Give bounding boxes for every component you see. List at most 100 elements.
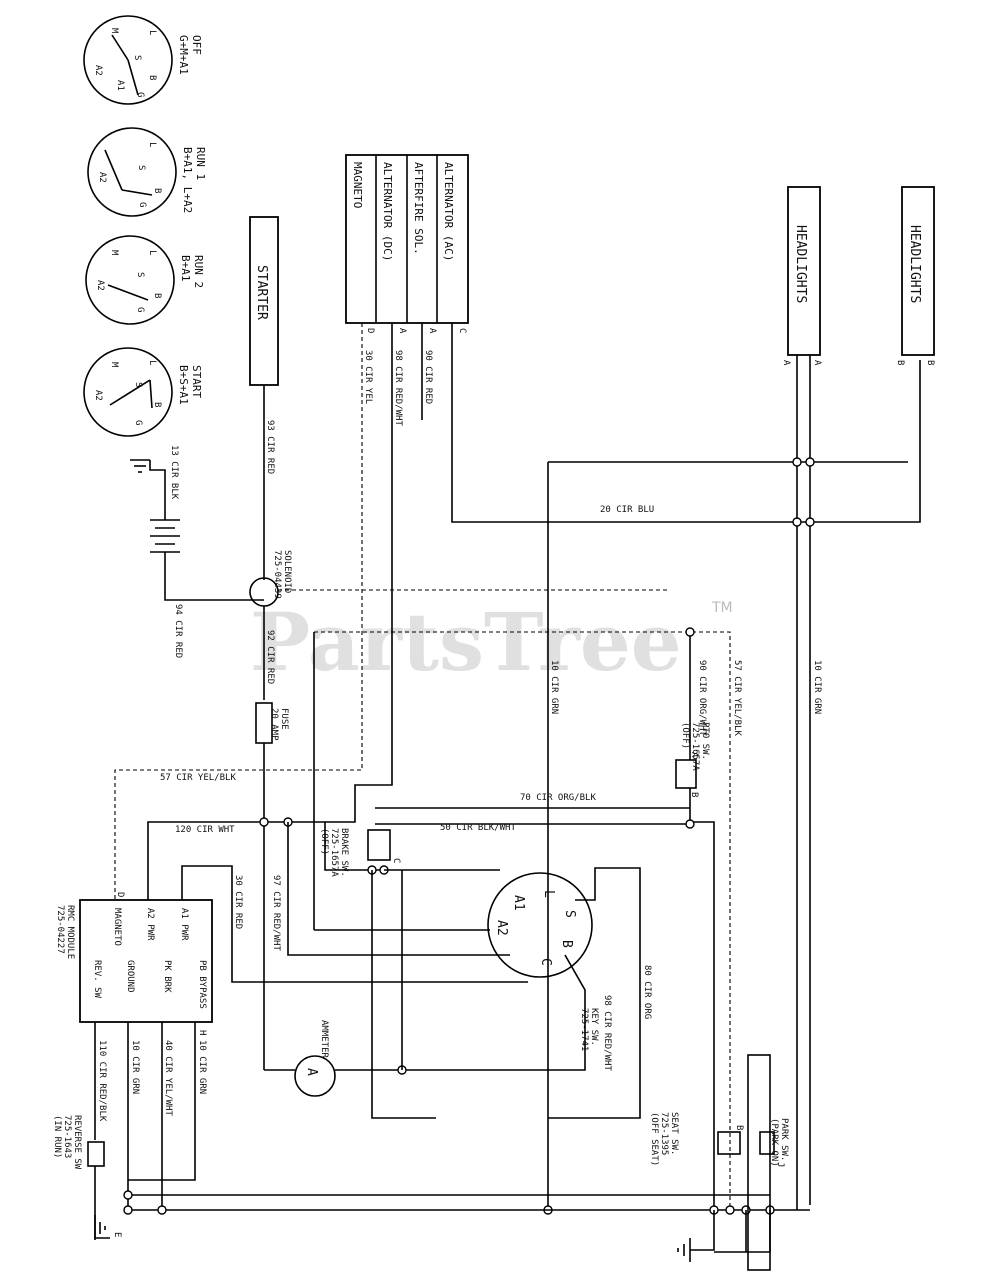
- term-a1: A1: [115, 80, 125, 91]
- park-switch-frame: [747, 1054, 771, 1271]
- ignition-run2-title: RUN 2: [192, 255, 205, 288]
- wire-label-10-a: 10 CIR GRN: [812, 660, 822, 714]
- wire-label-50: 50 CIR BLK/WHT: [440, 823, 516, 833]
- term-g: G: [135, 307, 145, 312]
- ignition-start-title: START: [190, 365, 203, 398]
- seat-term-b: B: [734, 1125, 744, 1130]
- pto-term-a: A: [689, 752, 699, 758]
- pto-switch-icon[interactable]: [675, 759, 697, 789]
- term-g: G: [135, 92, 145, 97]
- headlights-2-box: [901, 186, 935, 356]
- magneto-term-d: D: [365, 328, 375, 333]
- wire-label-40: 40 CIR YEL/WHT: [163, 1040, 173, 1116]
- brake-term-c: C: [391, 858, 401, 863]
- term-m: M: [109, 28, 119, 34]
- module-pin-pk: PK BRK: [162, 960, 172, 993]
- wire-label-93: 93 CIR RED: [265, 420, 275, 474]
- module-term-d: D: [115, 892, 125, 897]
- headlights-1-box: [787, 186, 821, 356]
- wire-label-110: 110 CIR RED/BLK: [97, 1040, 107, 1122]
- term-m: M: [109, 250, 119, 256]
- term-l: L: [147, 360, 157, 365]
- seat-switch-icon[interactable]: [717, 1131, 741, 1155]
- headlights-2-label: HEADLIGHTS: [907, 225, 922, 303]
- term-a2: A2: [95, 280, 105, 291]
- watermark-tm: TM: [711, 600, 733, 616]
- fuse-label: FUSE20 AMP: [269, 708, 289, 741]
- module-term-h: H: [197, 1030, 207, 1035]
- ground-icon: [130, 459, 150, 473]
- term-l: L: [147, 142, 157, 147]
- term-b: B: [152, 293, 162, 298]
- alt-dc-label: ALTERNATOR (DC): [381, 162, 394, 261]
- seat-switch-label: SEAT SW.725-1395(OFF SEAT): [649, 1112, 679, 1166]
- key-term-b: B: [559, 940, 574, 948]
- module-pin-rev: REV. SW: [92, 960, 102, 999]
- alt-ac-label: ALTERNATOR (AC): [442, 162, 455, 261]
- term-s: S: [133, 382, 143, 387]
- wire-label-70: 70 CIR ORG/BLK: [520, 793, 596, 803]
- term-b: B: [152, 188, 162, 193]
- key-term-a2: A2: [494, 920, 509, 936]
- reverse-switch-label: REVERSE SW725-1643(IN RUN): [52, 1115, 82, 1170]
- wire-label-90-org: 90 CIR ORG/WHT: [697, 660, 707, 736]
- wire-label-92: 92 CIR RED: [265, 630, 275, 684]
- ignition-run1-circuit: B+A1, L+A2: [181, 147, 194, 213]
- term-a2: A2: [93, 65, 103, 76]
- hl1-term-a: A: [812, 360, 822, 366]
- solenoid-label: SOLENOID725-04439: [272, 550, 292, 599]
- wire-label-10-d: 10 CIR GRN: [130, 1040, 140, 1094]
- wire-label-98-key: 98 CIR RED/WHT: [602, 995, 612, 1071]
- wire-label-13: 13 CIR BLK: [169, 445, 179, 500]
- wire-label-10-c: 10 CIR GRN: [197, 1040, 207, 1094]
- key-term-a1: A1: [511, 895, 526, 911]
- ignition-run2-circuit: B+A1: [179, 255, 192, 282]
- ignition-run1-title: RUN 1: [194, 147, 207, 180]
- ignition-off-title: OFF: [190, 35, 203, 55]
- ignition-position-start: START B+S+A1 L S B G M A2: [83, 347, 203, 437]
- term-m: M: [109, 362, 119, 368]
- term-s: S: [135, 272, 145, 277]
- magneto-label: MAGNETO: [351, 162, 364, 208]
- wire-label-94: 94 CIR RED: [173, 604, 183, 658]
- starter-label: STARTER: [254, 265, 269, 320]
- wire-label-10-b: 10 CIR GRN: [549, 660, 559, 714]
- ignition-off-circuit: G+M+A1: [177, 35, 190, 75]
- wire-label-20: 20 CIR BLU: [600, 505, 654, 515]
- wire-label-57-b: 57 CIR YEL/BLK: [732, 660, 742, 736]
- ground-icon: [94, 1215, 106, 1240]
- wire-label-90: 90 CIR RED: [423, 350, 433, 404]
- key-term-l: L: [541, 890, 556, 898]
- term-b: B: [147, 75, 157, 80]
- afterfire-term-a: A: [427, 328, 437, 334]
- brake-switch-label: BRAKE SW.725-1657A(OFF): [319, 828, 349, 877]
- term-a2: A2: [97, 172, 107, 183]
- term-l: L: [147, 30, 157, 35]
- headlights-1-label: HEADLIGHTS: [793, 225, 808, 303]
- alt-term-c: C: [457, 328, 467, 333]
- key-term-c: C: [538, 958, 553, 966]
- module-pin-a2: A2 PWR: [145, 908, 155, 941]
- reverse-switch-icon[interactable]: [87, 1141, 105, 1167]
- ignition-position-run1: RUN 1 B+A1, L+A2 L S B G A2: [87, 127, 207, 217]
- wire-label-57-a: 57 CIR YEL/BLK: [160, 773, 236, 783]
- key-switch-icon[interactable]: [487, 872, 593, 978]
- pto-term-b: B: [689, 792, 699, 797]
- wire-label-30-yel: 30 CIR YEL: [363, 350, 373, 404]
- ammeter-icon: [294, 1055, 336, 1097]
- park-switch-icon[interactable]: [759, 1131, 775, 1155]
- brake-switch-icon[interactable]: [367, 829, 391, 861]
- hl2-term-b: B: [925, 360, 935, 365]
- module-pin-ground: GROUND: [125, 960, 135, 993]
- term-g: G: [133, 420, 143, 425]
- term-s: S: [136, 165, 146, 170]
- park-switch-label: PARK SW.(PARK ON): [769, 1118, 789, 1167]
- key-term-s: S: [562, 910, 577, 918]
- pto-switch-label: PTO SW.725-1657A(OFF): [680, 722, 710, 771]
- rmc-module-label: RMC MODULE725-04227: [55, 905, 75, 959]
- afterfire-label: AFTERFIRE SOL.: [412, 162, 425, 255]
- term-g: G: [137, 202, 147, 207]
- ignition-position-off: OFF G+M+A1 L S B G M A1 A2: [83, 15, 203, 105]
- rev-term-e: E: [112, 1232, 122, 1237]
